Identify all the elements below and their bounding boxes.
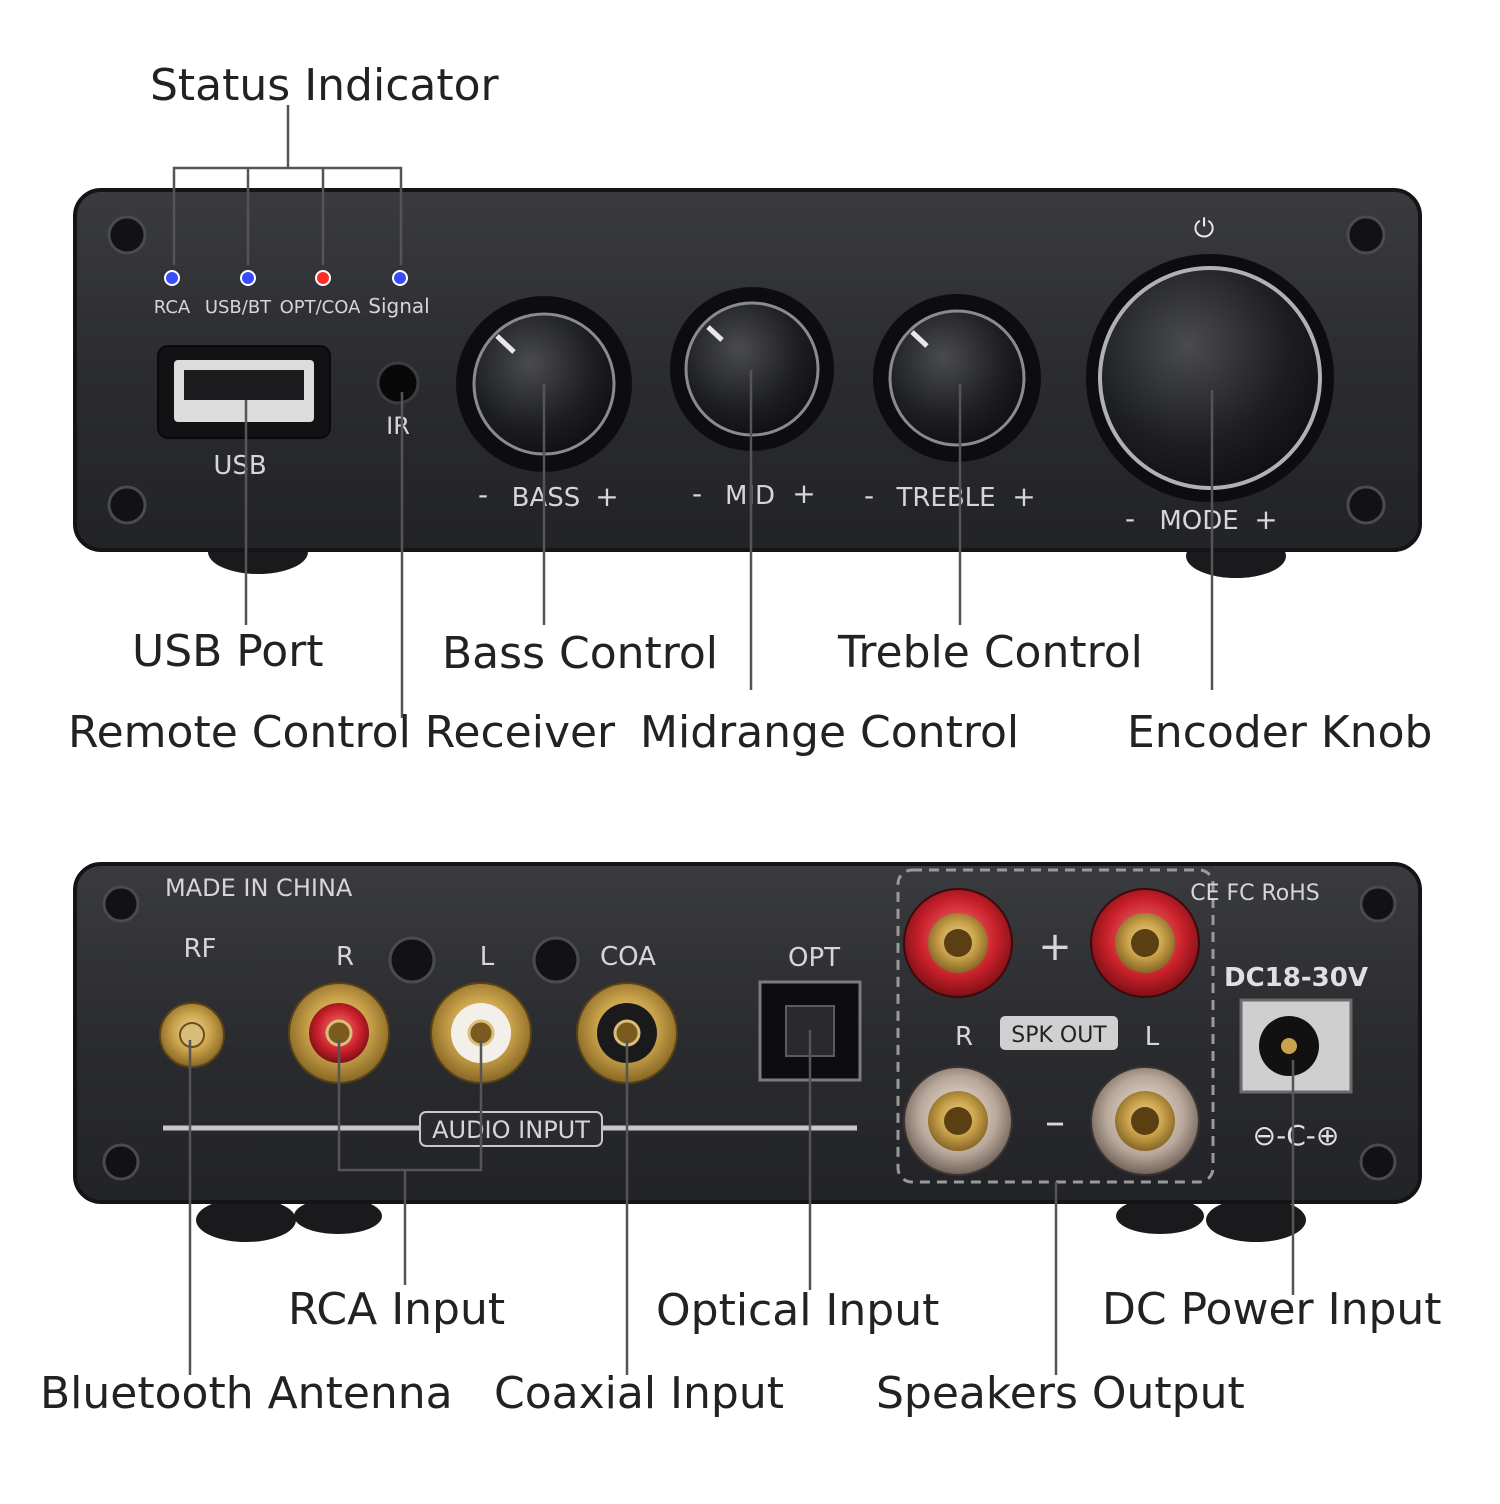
midrange-control-callout: Midrange Control — [640, 707, 1020, 758]
dc-power-input-callout: DC Power Input — [1102, 1284, 1442, 1335]
screw-icon — [107, 215, 147, 255]
speaker-l-plus-terminal-icon[interactable] — [1090, 888, 1200, 998]
spk-minus-label: – — [1045, 1099, 1065, 1145]
front-leader-lines — [172, 105, 1214, 718]
rear-screws — [102, 885, 1397, 1181]
spk-plus-label: + — [1038, 924, 1072, 970]
audio-input-label: AUDIO INPUT — [432, 1116, 590, 1144]
screw-icon — [1346, 215, 1386, 255]
led-signal-icon — [392, 270, 408, 286]
mode-minus: - — [1125, 502, 1135, 535]
dc-jack-icon[interactable] — [1239, 998, 1353, 1094]
bass-control-callout: Bass Control — [442, 628, 719, 679]
coa-label: COA — [600, 942, 656, 972]
coaxial-input-callout: Coaxial Input — [494, 1368, 784, 1419]
l-label: L — [480, 942, 495, 972]
rear-foot-1 — [196, 1198, 296, 1242]
ir-label: IR — [386, 412, 410, 440]
audio-input-box — [419, 1111, 603, 1147]
rca-left-jack-icon[interactable] — [430, 982, 532, 1084]
spk-r-label: R — [955, 1022, 973, 1052]
speaker-terminal-area — [896, 868, 1215, 1184]
speakers-output-callout: Speakers Output — [876, 1368, 1245, 1419]
mid-knob[interactable] — [670, 287, 834, 451]
rca-input-callout: RCA Input — [288, 1284, 506, 1335]
screw-icon — [1346, 485, 1386, 525]
speaker-l-minus-terminal-icon[interactable] — [1090, 1066, 1200, 1176]
bluetooth-antenna-callout: Bluetooth Antenna — [40, 1368, 453, 1419]
screw-icon — [388, 936, 436, 984]
spk-out-box — [1000, 1016, 1118, 1050]
treble-minus: - — [864, 479, 874, 512]
speaker-r-minus-terminal-icon[interactable] — [903, 1066, 1013, 1176]
led-opt-coa-icon — [315, 270, 331, 286]
rear-foot-2 — [294, 1198, 382, 1234]
mid-plus: + — [792, 477, 815, 510]
front-panel: RCA USB/BT OPT/COA Signal USB IR — [73, 105, 1422, 718]
status-indicator-callout: Status Indicator — [150, 60, 499, 111]
treble-control-callout: Treble Control — [838, 627, 1143, 678]
ir-receiver-icon — [376, 361, 420, 405]
led-signal-label: Signal — [368, 294, 429, 318]
led-usb-bt-label: USB/BT — [205, 297, 272, 318]
screw-icon — [1359, 885, 1397, 923]
screw-icon — [107, 485, 147, 525]
rear-leader-lines — [188, 1030, 1295, 1375]
bass-minus: - — [478, 478, 488, 511]
power-icon: ⏻ — [1194, 214, 1215, 244]
treble-knob[interactable] — [873, 294, 1041, 462]
remote-receiver-callout: Remote Control Receiver — [68, 707, 616, 758]
rear-panel: MADE IN CHINA RF R L COA OPT — [73, 862, 1422, 1375]
encoder-knob[interactable] — [1086, 254, 1334, 502]
rear-foot-3 — [1116, 1198, 1204, 1234]
rear-foot-4 — [1206, 1198, 1306, 1242]
mode-plus: + — [1254, 503, 1277, 536]
optical-input-callout: Optical Input — [656, 1285, 940, 1336]
usb-label: USB — [213, 451, 266, 481]
r-label: R — [336, 942, 354, 972]
mode-label: MODE — [1159, 506, 1238, 536]
bass-plus: + — [595, 480, 618, 513]
treble-label: TREBLE — [895, 483, 995, 513]
front-screws — [107, 215, 1386, 525]
led-usb-bt-icon — [240, 270, 256, 286]
usb-tongue — [184, 370, 304, 400]
led-rca-label: RCA — [154, 297, 191, 318]
speaker-r-plus-terminal-icon[interactable] — [903, 888, 1013, 998]
screw-icon — [532, 936, 580, 984]
led-rca-icon — [164, 270, 180, 286]
screw-icon — [1359, 1143, 1397, 1181]
rca-right-jack-icon[interactable] — [288, 982, 390, 1084]
usb-port-callout: USB Port — [132, 626, 324, 677]
screw-icon — [102, 1143, 140, 1181]
rf-connector-icon[interactable] — [159, 1002, 225, 1068]
treble-plus: + — [1012, 480, 1035, 513]
made-in-label: MADE IN CHINA — [165, 874, 353, 902]
spk-l-label: L — [1145, 1022, 1160, 1052]
encoder-knob-callout: Encoder Knob — [1127, 707, 1433, 758]
spk-out-label: SPK OUT — [1011, 1023, 1107, 1048]
led-opt-coa-label: OPT/COA — [280, 297, 362, 318]
rf-label: RF — [183, 934, 216, 964]
opt-label: OPT — [788, 943, 840, 973]
dc-polarity-icon: ⊖-C-⊕ — [1253, 1119, 1340, 1152]
rear-chassis — [73, 862, 1422, 1204]
bass-label: BASS — [512, 483, 581, 513]
mid-minus: - — [692, 477, 702, 510]
screw-icon — [102, 885, 140, 923]
dc-rating-label: DC18-30V — [1224, 963, 1368, 993]
certification-marks: CE FC RoHS — [1190, 881, 1320, 906]
